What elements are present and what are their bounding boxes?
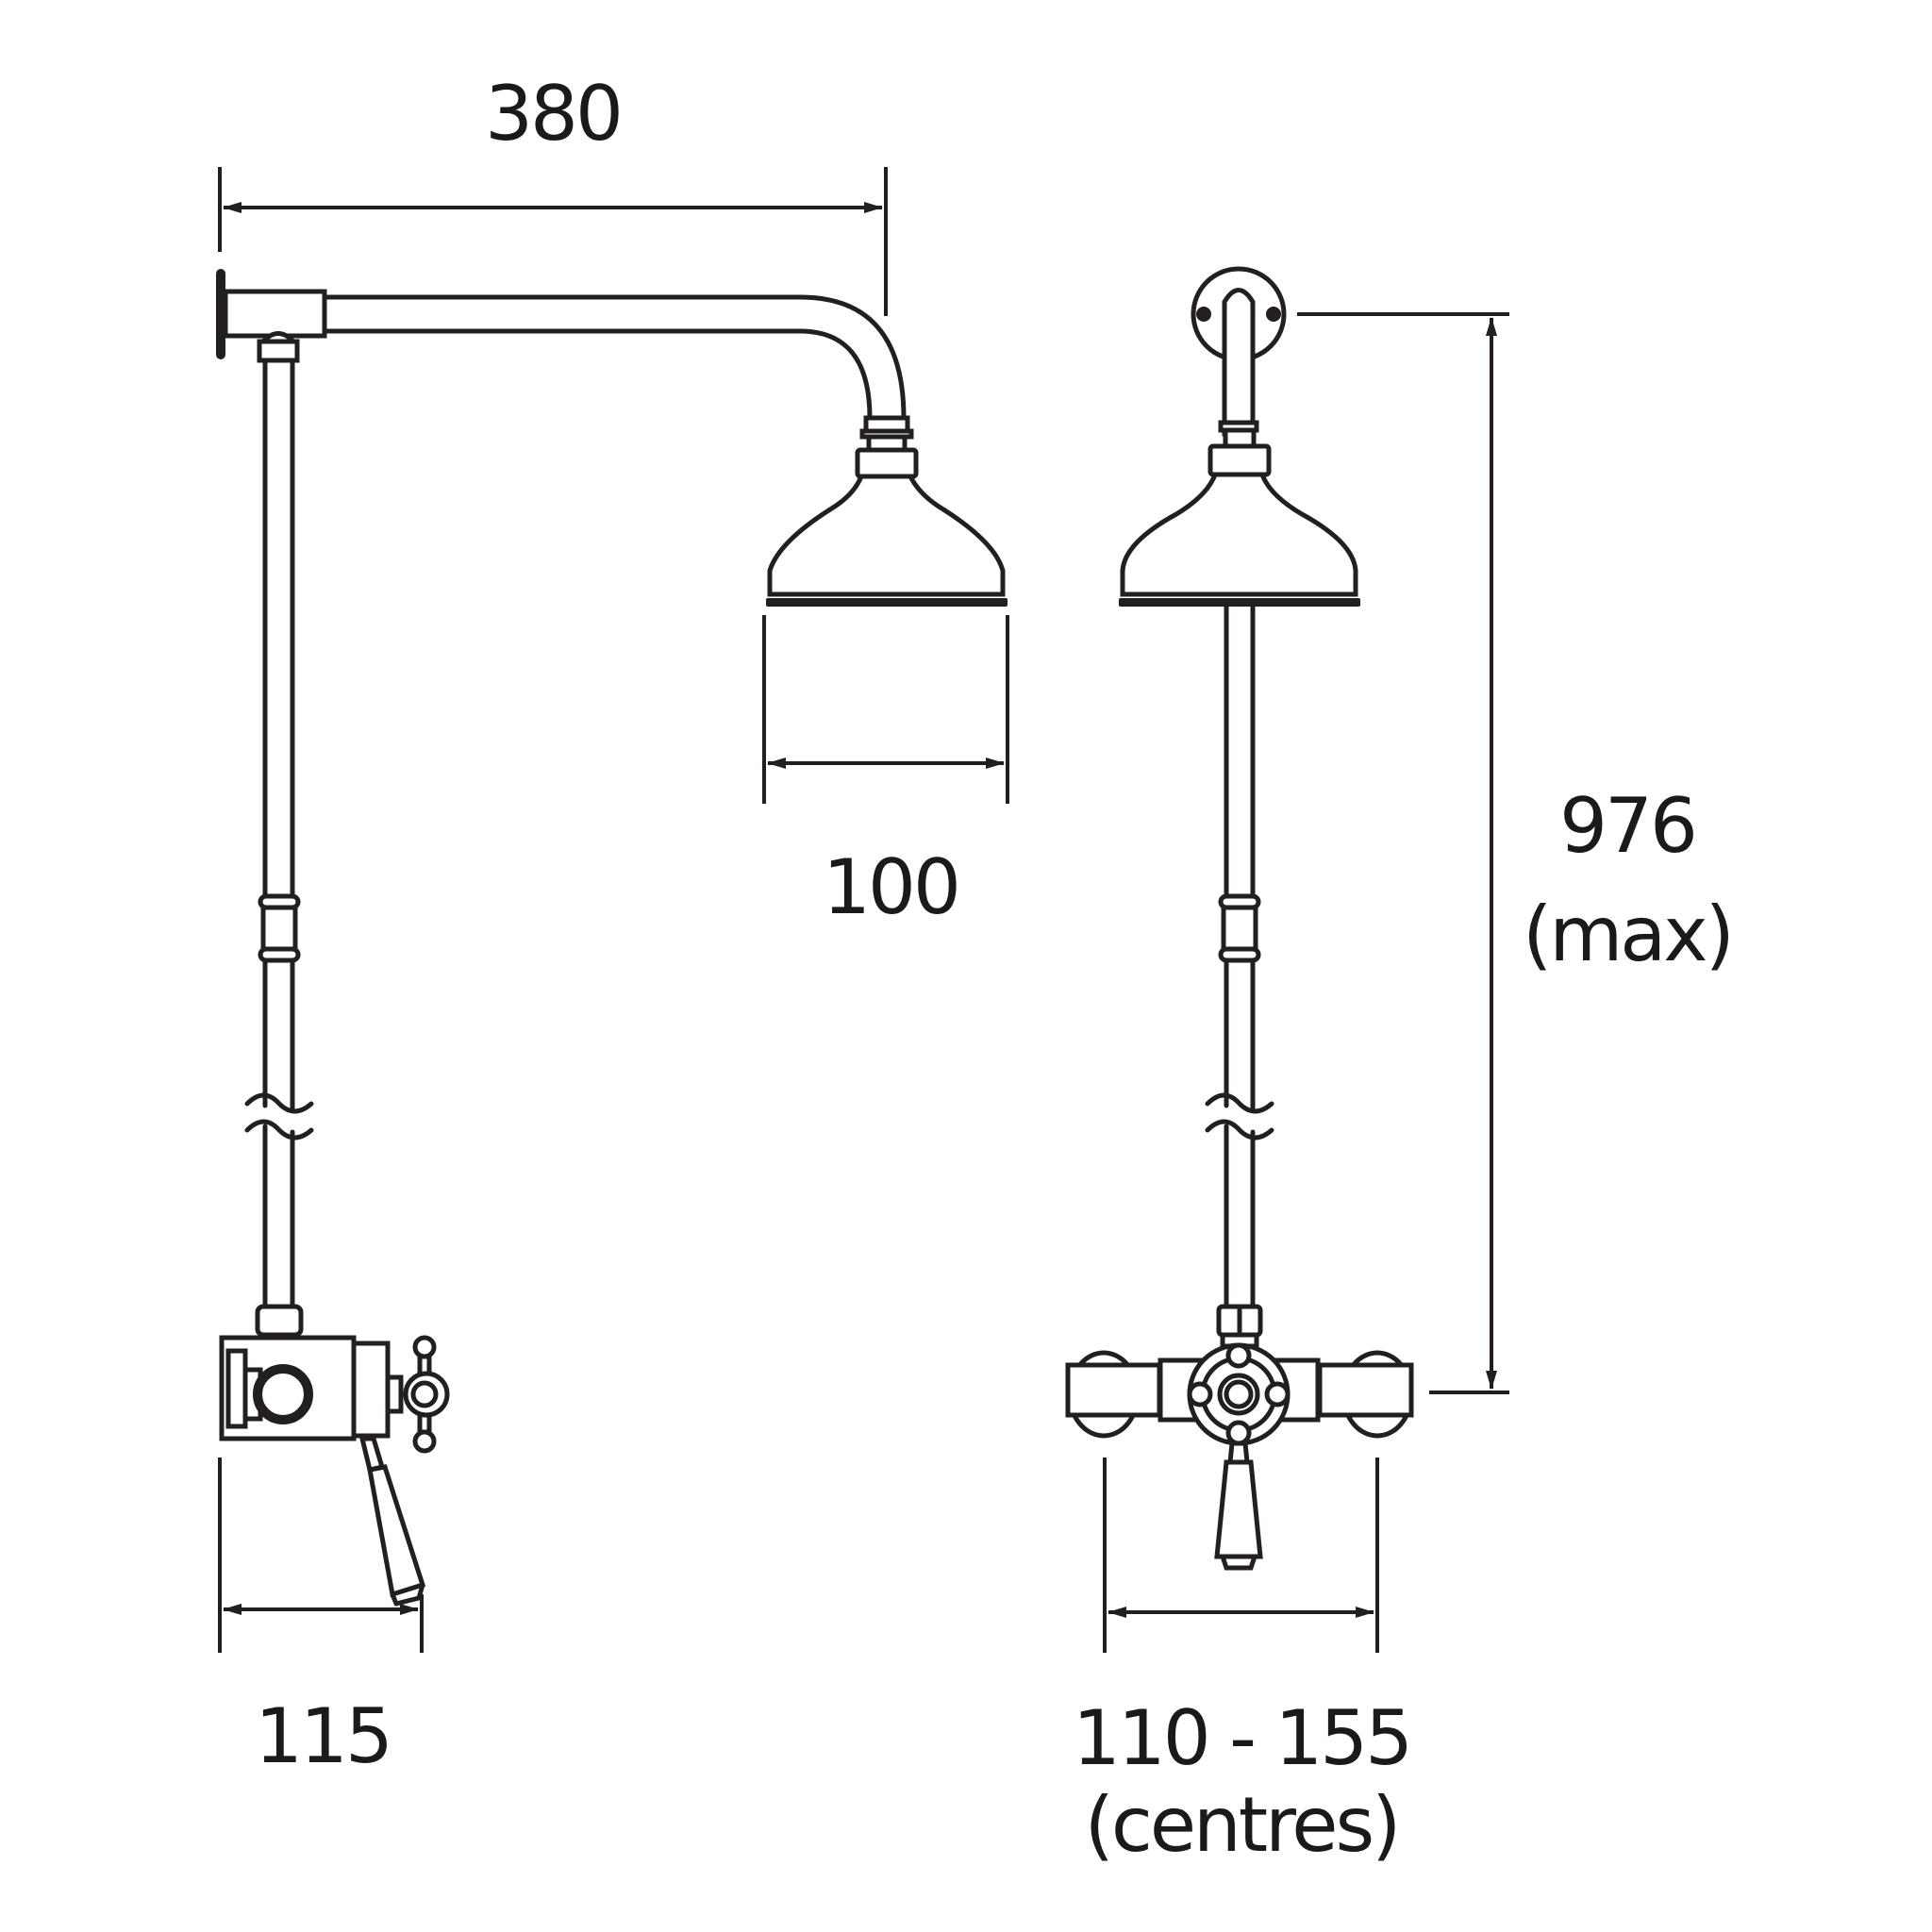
dimension-label-976: 976 (1559, 782, 1695, 870)
lever-handle-side (358, 1436, 426, 1607)
thermostatic-valve-side (219, 1304, 450, 1607)
shower-head-side (766, 415, 1008, 607)
front-view: 976 (max) 110 - 155 (centres) (1065, 266, 1735, 1869)
dimension-inlet-centres: 110 - 155 (centres) (1073, 1457, 1413, 1869)
shower-arm-side (216, 269, 907, 421)
wall-inlet-left (1065, 1350, 1162, 1439)
wall-bracket-front (1191, 266, 1287, 437)
cross-head-handle-front (1187, 1342, 1291, 1446)
dimension-note-centres: (centres) (1085, 1781, 1399, 1869)
shower-head-front (1119, 427, 1360, 607)
dimension-valve-depth: 115 (218, 1457, 424, 1780)
riser-pipe-side (244, 358, 314, 1309)
riser-pipe-front (1205, 604, 1274, 1309)
lever-handle-front (1214, 1441, 1263, 1571)
wall-inlet-right (1317, 1350, 1414, 1439)
dimension-arm-projection: 380 (218, 70, 888, 316)
dimension-label-115: 115 (255, 1692, 391, 1780)
dimension-head-diameter: 100 (762, 615, 1009, 931)
dimension-label-380: 380 (485, 70, 621, 158)
dimension-label-100: 100 (823, 843, 958, 931)
dimension-note-max: (max) (1523, 891, 1732, 978)
side-view: 380 100 (216, 70, 1009, 1780)
thermostatic-valve-front (1065, 1304, 1414, 1571)
dimension-overall-height: 976 (max) (1297, 312, 1735, 1394)
cross-head-handle-side (403, 1335, 450, 1454)
dimension-label-110-155: 110 - 155 (1073, 1694, 1410, 1782)
